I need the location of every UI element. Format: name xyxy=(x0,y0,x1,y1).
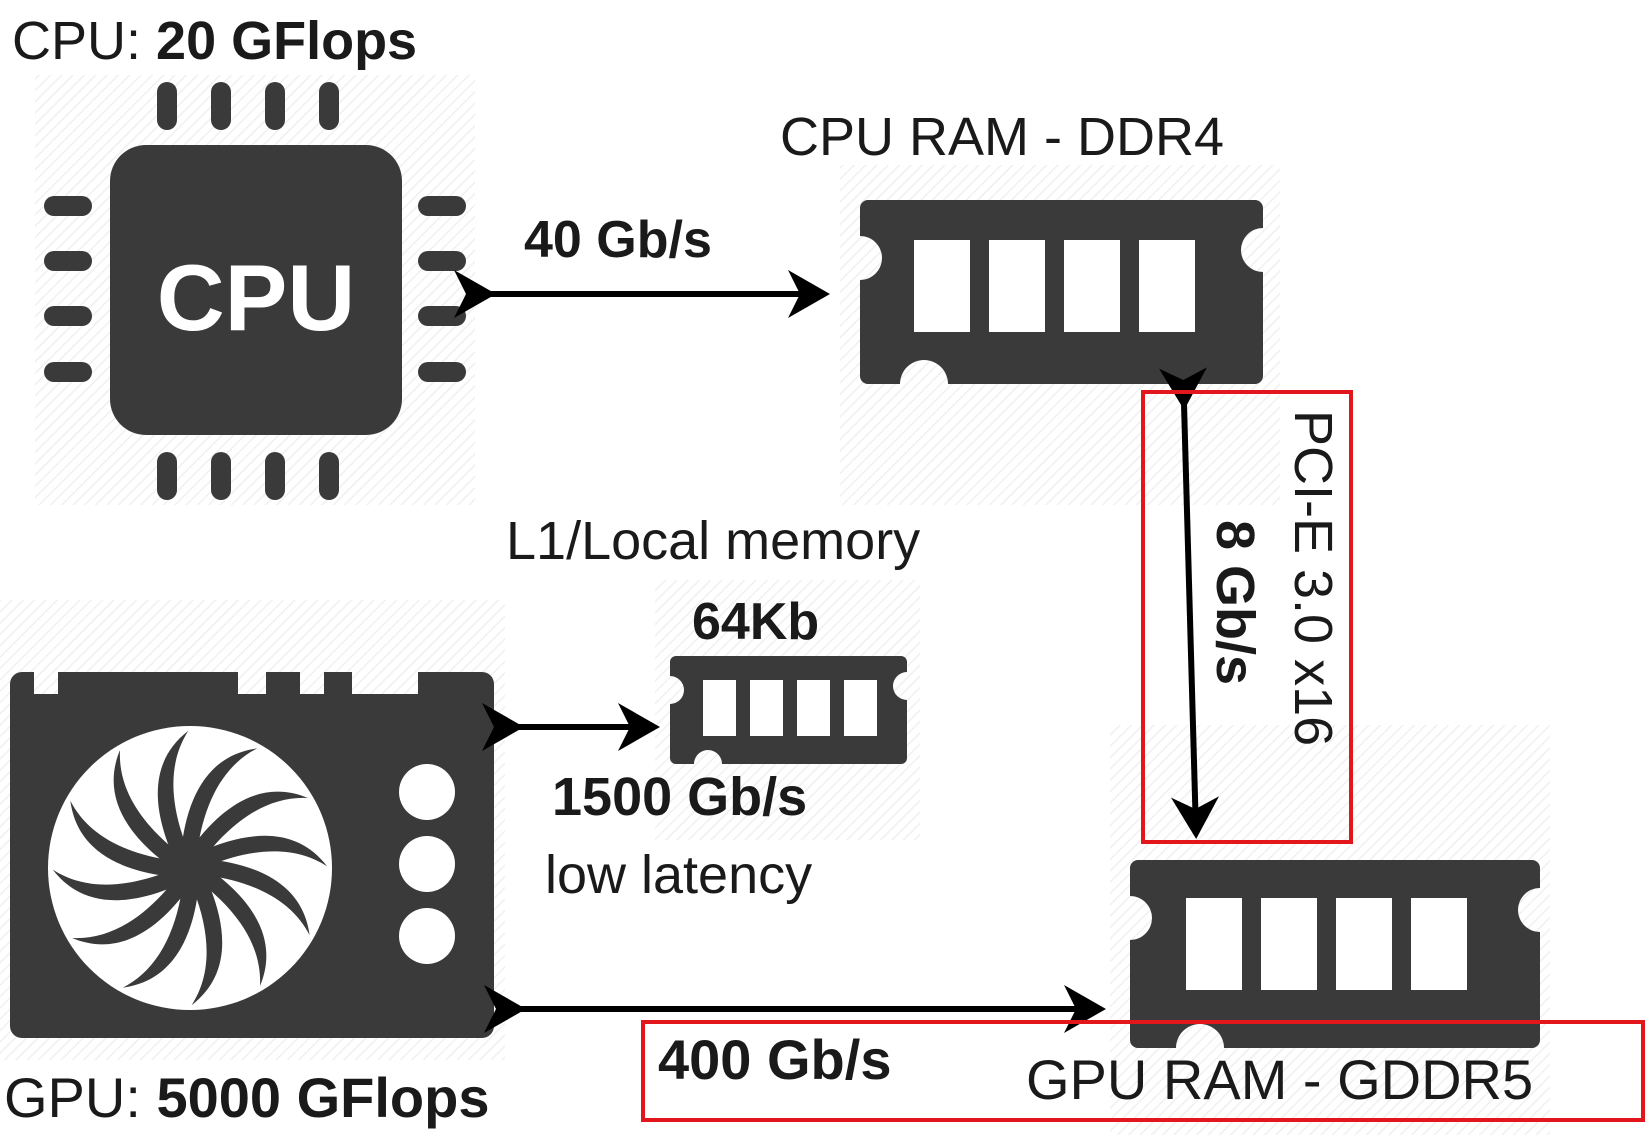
gpu-flops-label: GPU: 5000 GFlops xyxy=(4,1070,490,1126)
cpu-chip-label: CPU xyxy=(157,245,355,350)
l1-memory-module-icon xyxy=(670,656,907,764)
cpu-prefix: CPU: xyxy=(12,11,157,71)
gpu-flops-value: 5000 GFlops xyxy=(156,1066,490,1129)
memory-module-icon xyxy=(860,200,1263,384)
l1-size: 64Kb xyxy=(692,593,820,651)
pcie-highlight-box xyxy=(1141,390,1353,844)
l1-title: L1/Local memory xyxy=(506,511,921,571)
gpu-prefix: GPU: xyxy=(4,1066,157,1129)
cpu-chip-icon xyxy=(44,82,466,500)
gpu-memory-module-icon xyxy=(1130,860,1540,1048)
gpu-l1-bandwidth: 1500 Gb/s xyxy=(552,767,808,827)
cpu-flops-value: 20 GFlops xyxy=(156,11,418,71)
cpu-ram-bandwidth: 40 Gb/s xyxy=(524,211,712,269)
cpu-ram-title: CPU RAM - DDR4 xyxy=(780,107,1225,167)
fan-icon xyxy=(48,726,332,1010)
gpu-ram-title: GPU RAM - GDDR5 xyxy=(1026,1048,1534,1111)
gpu-ram-bandwidth: 400 Gb/s xyxy=(658,1028,892,1091)
pcie-name: PCI-E 3.0 x16 xyxy=(1283,410,1343,747)
gpu-ram-highlight-box xyxy=(641,1020,1645,1122)
arrow-pcie xyxy=(1159,367,1219,839)
l1-latency: low latency xyxy=(545,845,813,905)
cpu-flops-label: CPU: 20 GFlops xyxy=(12,14,417,68)
pcie-bandwidth: 8 Gb/s xyxy=(1205,520,1265,686)
